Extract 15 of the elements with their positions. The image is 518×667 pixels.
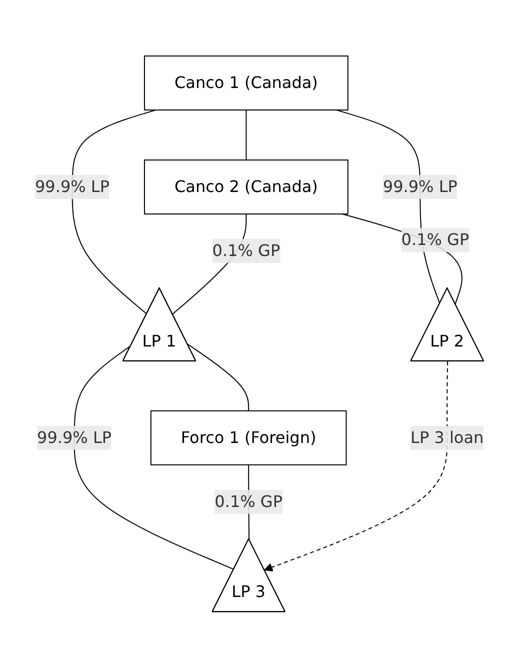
edge-label: 0.1% GP [400, 230, 469, 249]
edge-label: 0.1% GP [212, 240, 280, 260]
connector [73, 344, 234, 570]
node-box: Forco 1 (Foreign) [150, 410, 346, 465]
node-box: Canco 1 (Canada) [144, 55, 348, 110]
edge-label: 99.9% LP [36, 428, 112, 446]
edge-label: LP 3 loan [410, 428, 484, 446]
arrow [264, 360, 448, 572]
edge-label: 99.9% LP [34, 176, 110, 196]
edge-label: 0.1% GP [214, 492, 282, 510]
connector [71, 109, 156, 314]
node-box: Canco 2 (Canada) [144, 159, 348, 214]
edge-label: 99.9% LP [382, 176, 458, 196]
connector [186, 343, 249, 411]
connector [245, 109, 246, 160]
